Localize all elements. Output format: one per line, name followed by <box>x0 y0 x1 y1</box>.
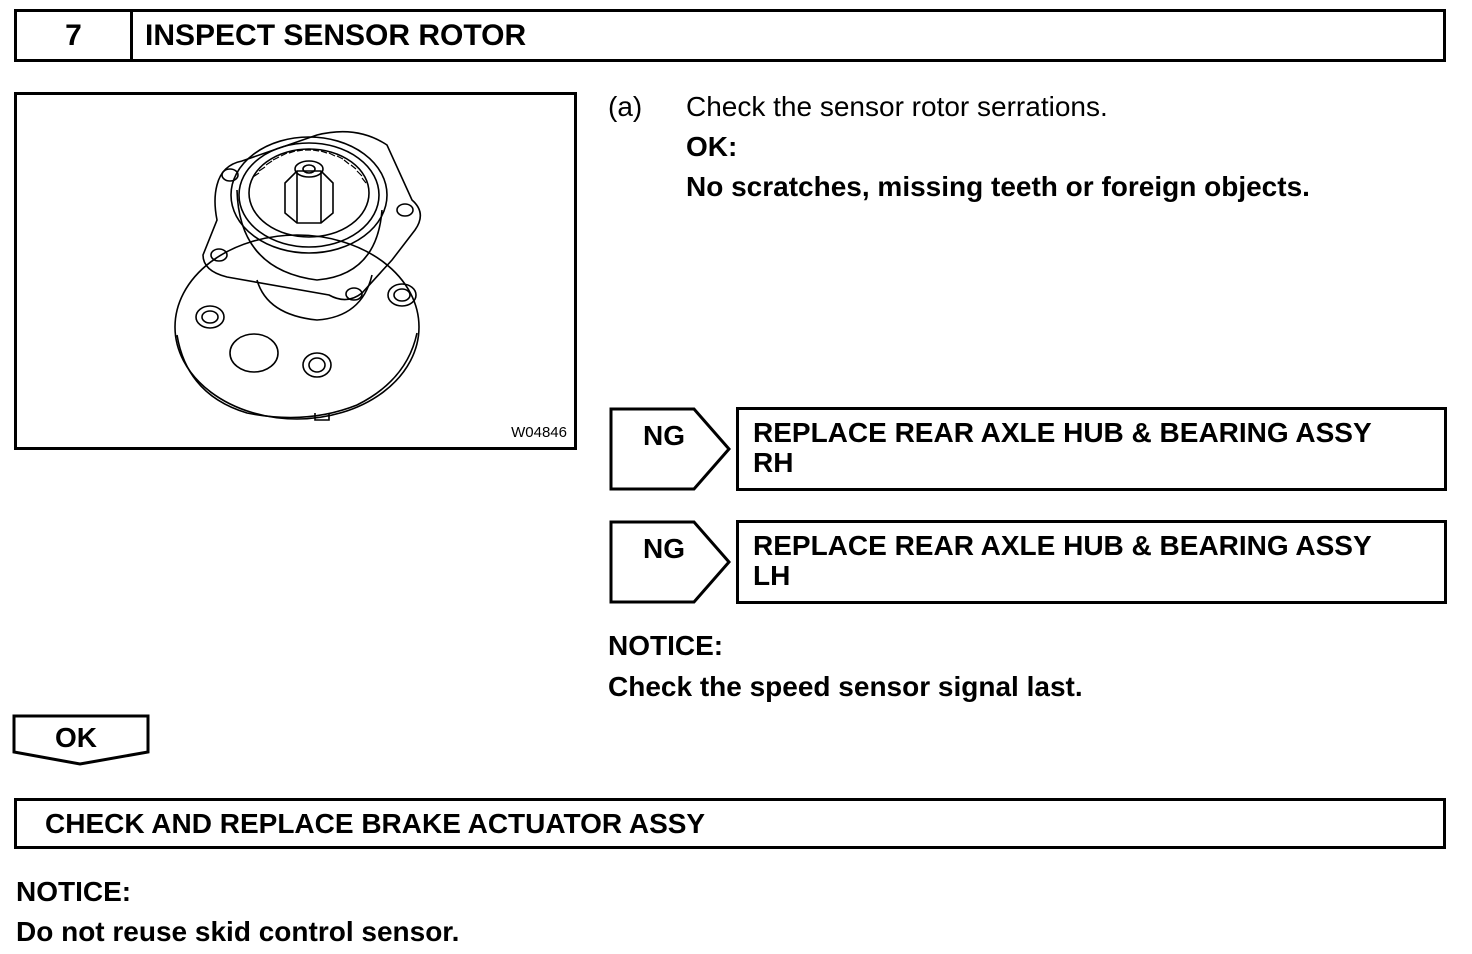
ng-arrow-icon <box>609 520 731 604</box>
ok-criteria: No scratches, missing teeth or foreign o… <box>686 171 1310 202</box>
instruction-text: Check the sensor rotor serrations. <box>686 91 1108 122</box>
ng-result-rh: NG REPLACE REAR AXLE HUB & BEARING ASSY … <box>609 407 1447 491</box>
final-step: CHECK AND REPLACE BRAKE ACTUATOR ASSY <box>14 798 1446 849</box>
ok-result-label: OK <box>55 722 97 753</box>
action-line: REPLACE REAR AXLE HUB & BEARING ASSY <box>753 530 1372 561</box>
notice-text: Do not reuse skid control sensor. <box>16 916 460 947</box>
action-side: RH <box>753 447 794 478</box>
ok-result: OK <box>12 714 152 766</box>
action-replace-lh: REPLACE REAR AXLE HUB & BEARING ASSY LH <box>736 520 1447 604</box>
action-side: LH <box>753 560 791 591</box>
figure-id: W04846 <box>511 424 567 441</box>
hub-illustration: W04846 <box>14 92 577 450</box>
step-header: 7 INSPECT SENSOR ROTOR <box>14 9 1446 62</box>
ok-label: OK: <box>686 131 738 162</box>
notice-label: NOTICE: <box>608 630 724 661</box>
notice-text: Check the speed sensor signal last. <box>608 671 1083 702</box>
action-replace-rh: REPLACE REAR AXLE HUB & BEARING ASSY RH <box>736 407 1447 491</box>
ng-label: NG <box>643 533 685 564</box>
axle-hub-drawing <box>174 130 422 421</box>
step-marker: (a) <box>608 91 643 122</box>
action-line: REPLACE REAR AXLE HUB & BEARING ASSY <box>753 417 1372 448</box>
ng-result-lh: NG REPLACE REAR AXLE HUB & BEARING ASSY … <box>609 520 1447 604</box>
notice-label: NOTICE: <box>16 876 132 907</box>
step-title: INSPECT SENSOR ROTOR <box>145 18 527 52</box>
ng-label: NG <box>643 420 685 451</box>
ok-down-arrow-icon <box>12 714 150 766</box>
step-number: 7 <box>17 12 133 59</box>
ng-arrow-icon <box>609 407 731 491</box>
